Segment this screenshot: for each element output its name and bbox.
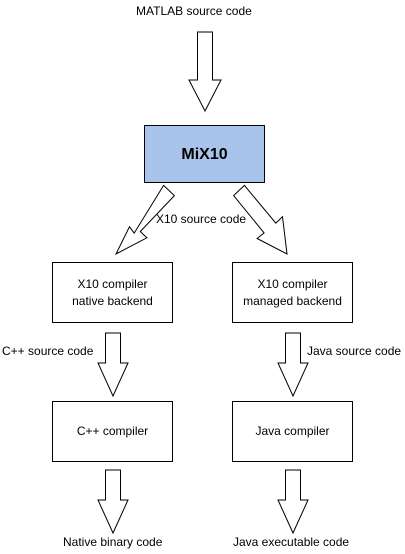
x10-source-label: X10 source code	[156, 212, 247, 226]
java-source-label: Java source code	[307, 344, 402, 358]
cpp-compiler-box: C++ compiler	[52, 401, 173, 462]
x10-managed-line1: X10 compiler	[257, 276, 328, 291]
x10-native-line2: native backend	[72, 293, 153, 308]
arrow-java-to-executable	[277, 469, 309, 535]
x10-managed-line2: managed backend	[243, 293, 342, 308]
x10-managed-backend-box: X10 compiler managed backend	[232, 262, 353, 323]
arrow-mix10-to-managed	[232, 184, 288, 255]
cpp-compiler-label: C++ compiler	[76, 424, 149, 438]
mix10-box: MiX10	[144, 125, 265, 183]
cpp-source-label: C++ source code	[2, 344, 94, 358]
java-compiler-box: Java compiler	[232, 401, 353, 462]
arrow-mix10-to-native	[114, 184, 176, 256]
arrow-cpp-to-binary	[97, 469, 129, 535]
java-executable-label: Java executable code	[233, 535, 350, 549]
java-compiler-label: Java compiler	[255, 424, 330, 438]
arrow-matlab-to-mix10	[188, 31, 222, 113]
mix10-label: MiX10	[181, 145, 228, 163]
arrow-native-to-cpp	[97, 332, 129, 398]
matlab-source-label: MATLAB source code	[136, 4, 252, 18]
x10-native-line1: X10 compiler	[77, 276, 148, 291]
arrow-managed-to-java	[277, 332, 309, 398]
native-binary-label: Native binary code	[63, 535, 163, 549]
x10-native-backend-box: X10 compiler native backend	[52, 262, 173, 323]
